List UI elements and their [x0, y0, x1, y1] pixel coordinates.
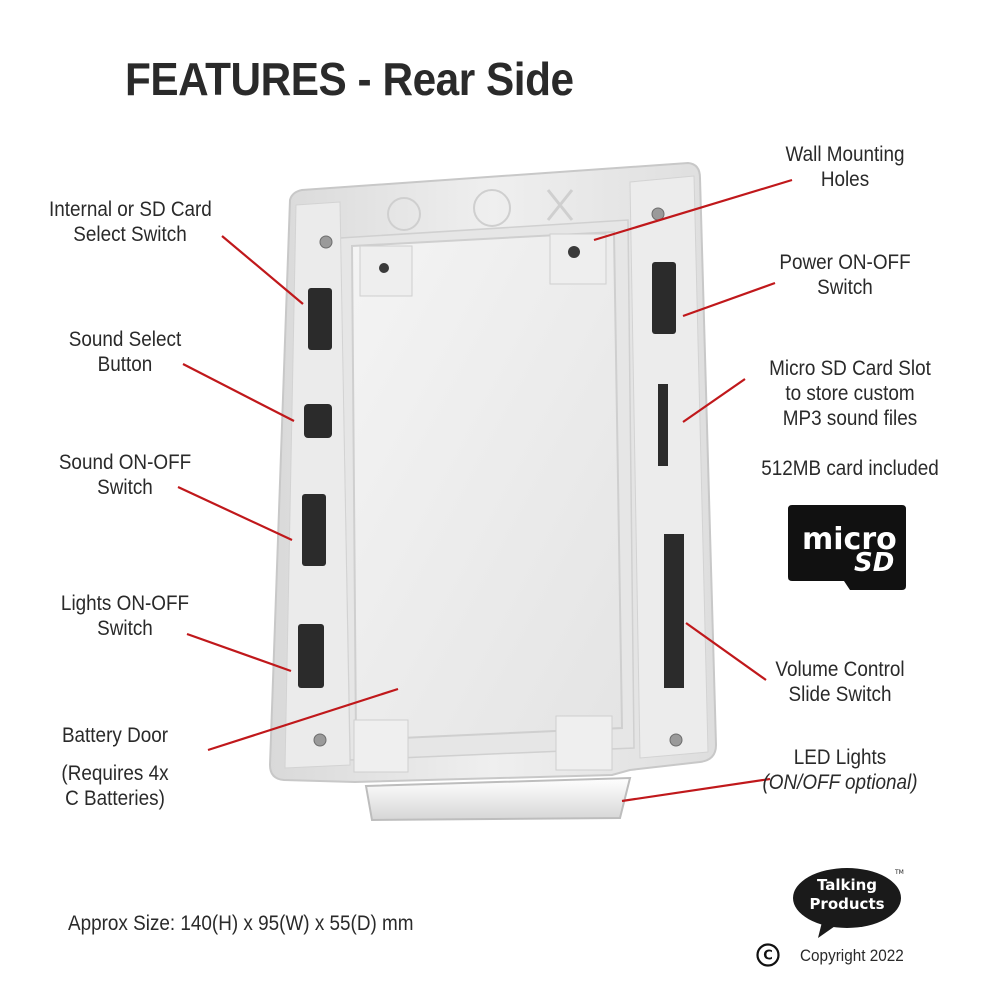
sound-onoff-switch [302, 494, 326, 566]
callout-text: C Batteries) [65, 787, 165, 810]
callout-text: Wall Mounting [785, 143, 905, 166]
callout-card-included: 512MB card included [761, 457, 939, 480]
callout-internal-sd-switch: Internal or SD Card Select Switch [49, 197, 212, 247]
callout-text: Sound ON-OFF [58, 451, 192, 474]
callout-text: to store custom [785, 382, 915, 405]
callout-lights-onoff-switch: Lights ON-OFF Switch [49, 591, 202, 641]
volume-slide-switch [664, 534, 684, 688]
wall-hole-right [568, 246, 580, 258]
callout-text: Switch [817, 276, 873, 299]
wall-hole-left [379, 263, 389, 273]
logo-talking: Talking [817, 876, 877, 894]
callout-text: MP3 sound files [782, 407, 918, 430]
talking-products-logo: Talking Products TM [793, 868, 904, 938]
copyright-text: Copyright 2022 [800, 946, 904, 965]
callout-text: Select Switch [73, 223, 187, 246]
microsd-logo-sd: SD [854, 548, 894, 578]
copyright-icon: C [756, 943, 780, 967]
callout-text: (ON/OFF optional) [762, 771, 918, 794]
logo-tm: TM [894, 869, 904, 876]
callout-battery-note: (Requires 4x C Batteries) [48, 761, 183, 811]
internal-sd-switch [308, 288, 332, 350]
callout-text: Button [97, 353, 153, 376]
lights-onoff-switch [298, 624, 324, 688]
led-lights [364, 776, 632, 822]
callout-text: Internal or SD Card [49, 198, 212, 221]
microsd-logo-micro: micro [802, 522, 897, 557]
sound-select-button [304, 404, 332, 438]
callout-text: Volume Control [775, 658, 905, 681]
callout-text: Switch [97, 476, 153, 499]
callout-text: LED Lights [793, 746, 887, 769]
callout-sound-onoff-switch: Sound ON-OFF Switch [49, 450, 202, 500]
callout-text: Micro SD Card Slot [769, 357, 931, 380]
microsd-logo: micro SD [788, 505, 906, 590]
callout-text: Power ON-OFF [779, 251, 911, 274]
logo-products: Products [809, 895, 884, 913]
power-onoff-switch [652, 262, 676, 334]
battery-door [350, 230, 624, 742]
callout-sound-select-button: Sound Select Button [49, 327, 202, 377]
micro-sd-slot [658, 384, 668, 466]
callout-text: Lights ON-OFF [60, 592, 190, 615]
callout-led-lights: LED Lights (ON/OFF optional) [750, 745, 930, 795]
copyright-symbol: C [763, 949, 773, 964]
callout-text: Battery Door [61, 724, 169, 747]
callout-text: Switch [97, 617, 153, 640]
callout-volume-control: Volume Control Slide Switch [750, 657, 930, 707]
callout-micro-sd-slot: Micro SD Card Slot to store custom MP3 s… [760, 356, 940, 431]
callout-wall-mounting-holes: Wall Mounting Holes [769, 142, 922, 192]
callout-power-onoff-switch: Power ON-OFF Switch [769, 250, 922, 300]
callout-text: Holes [820, 168, 870, 191]
callout-battery-door: Battery Door [48, 723, 183, 748]
callout-text: (Requires 4x [61, 762, 169, 785]
page-title: FEATURES - Rear Side [125, 53, 574, 105]
callout-text: Sound Select [68, 328, 182, 351]
approx-size-text: Approx Size: 140(H) x 95(W) x 55(D) mm [68, 912, 414, 935]
callout-text: Slide Switch [788, 683, 892, 706]
